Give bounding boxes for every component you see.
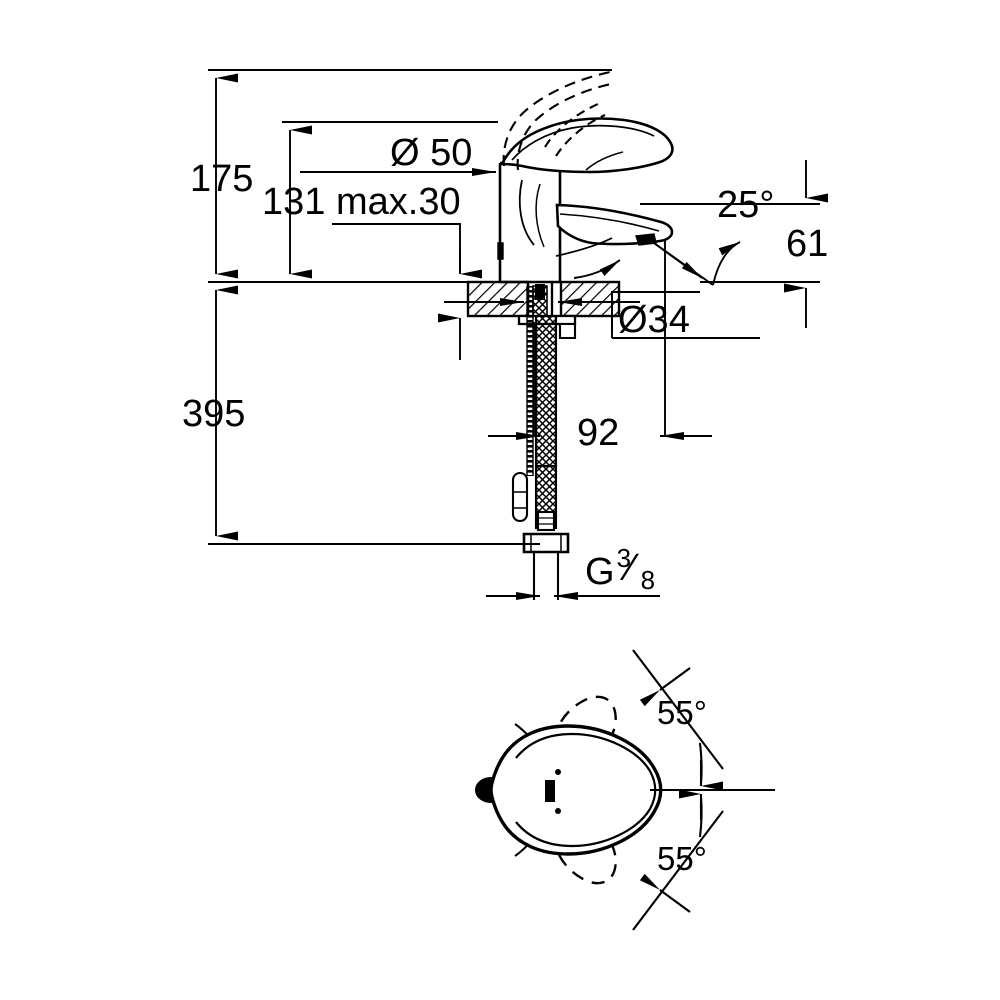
dimension-label-92: 92: [577, 412, 620, 454]
dimension-label-55deg-upper: 55°: [657, 694, 707, 731]
leader-max30: [332, 223, 461, 272]
thread-slash: ⁄: [627, 547, 634, 589]
dimension-label-25deg: 25°: [717, 184, 775, 226]
leader-25-b: [646, 237, 703, 279]
elevation-dimension-lines: [208, 69, 828, 600]
faucet-spout: [555, 203, 674, 257]
dimension-label-dia50: Ø 50: [390, 132, 473, 174]
angle-line-upper: [632, 649, 724, 770]
dimension-label-131: 131: [262, 181, 326, 223]
dimension-label-61: 61: [786, 223, 829, 265]
faucet-body: [497, 161, 562, 284]
dimension-label-dia34: Ø34: [618, 299, 690, 341]
dimension-label-max30: max.30: [336, 181, 461, 223]
thread-numerator: 3: [616, 543, 632, 573]
thread-fraction: 3⁄8: [615, 545, 657, 595]
thread-letter: G: [585, 551, 615, 593]
lever-handle-raised-phantom: [502, 70, 612, 171]
lever-handle: [499, 117, 674, 174]
faucet-elevation-geometry: [466, 70, 674, 600]
leader-25-c: [712, 241, 741, 286]
dimension-label-175: 175: [190, 158, 254, 200]
supply-hoses: [511, 286, 570, 600]
angle-arrow-lower: [639, 873, 691, 913]
lever-plan-outline: [489, 724, 663, 856]
plan-view-swivel: [474, 649, 775, 931]
angle-arrow-upper: [639, 667, 691, 707]
dimension-label-395: 395: [182, 393, 246, 435]
leader-25-d: [573, 259, 621, 279]
angle-line-lower: [632, 810, 724, 931]
thread-denominator: 8: [640, 565, 656, 595]
dimension-label-55deg-lower: 55°: [657, 840, 707, 877]
